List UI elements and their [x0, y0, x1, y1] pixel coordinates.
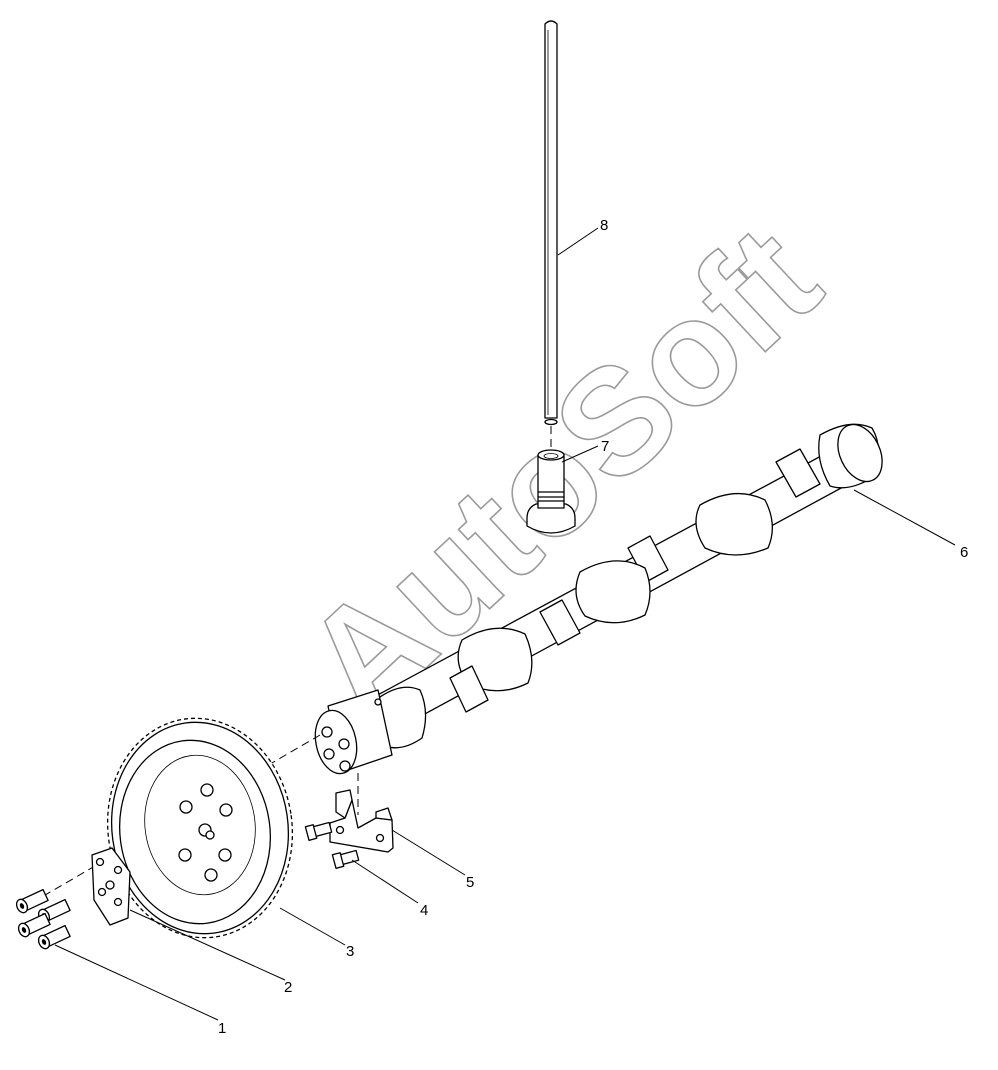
camshaft: [314, 423, 883, 775]
callout-2: 2: [284, 979, 292, 996]
callout-7: 7: [601, 438, 609, 455]
callout-1: 1: [218, 1020, 226, 1037]
retaining-plate: [329, 789, 394, 853]
thrust-flange: [91, 847, 131, 926]
leader-lines: [54, 227, 956, 1021]
push-rod: [544, 20, 558, 450]
camshaft-gear: [106, 717, 294, 939]
callout-4: 4: [420, 902, 428, 919]
callout-5: 5: [466, 874, 474, 891]
tappet: [526, 449, 576, 534]
callout-6: 6: [960, 544, 968, 561]
callout-8: 8: [600, 217, 608, 234]
callout-3: 3: [346, 943, 354, 960]
socket-head-bolts: [15, 888, 71, 950]
